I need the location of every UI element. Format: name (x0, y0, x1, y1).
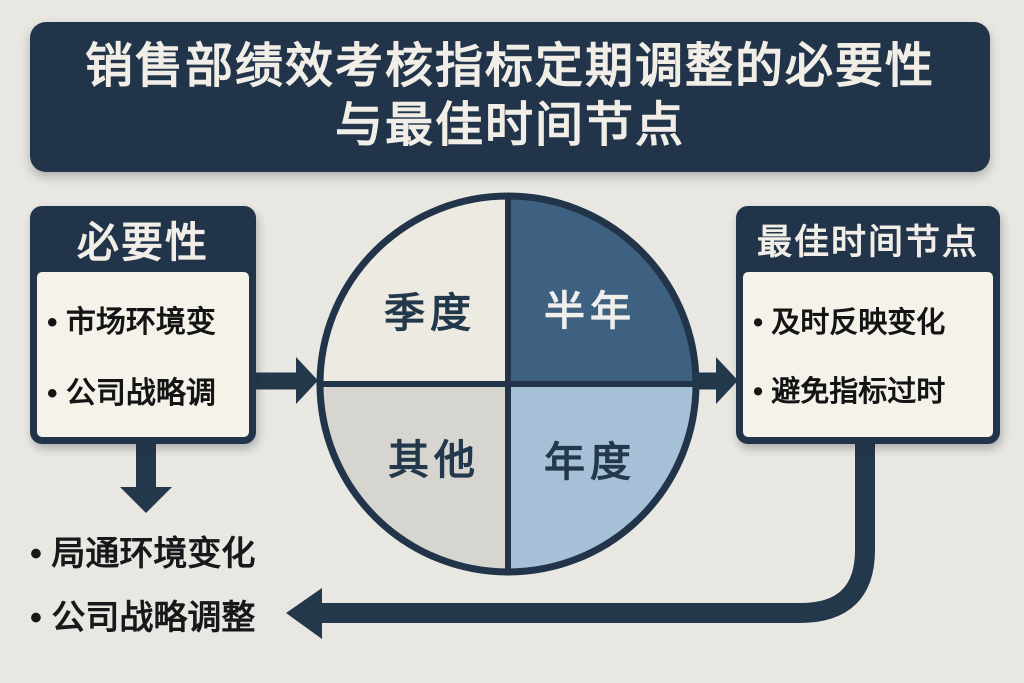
best-timing-box-body: • 及时反映变化 • 避免指标过时 (743, 272, 993, 437)
pie-label-annual: 年度 (544, 439, 636, 485)
pie-label-half-year: 半年 (544, 288, 636, 334)
best-timing-item: • 避免指标过时 (753, 376, 946, 408)
bottom-note: • 局通环境变化 (30, 535, 256, 573)
title-line-1: 销售部绩效考核指标定期调整的必要性 (84, 40, 935, 94)
arrow-left-box-down (120, 444, 172, 513)
title-banner: 销售部绩效考核指标定期调整的必要性 与最佳时间节点 (30, 22, 990, 172)
arrow-left-box-to-pie (256, 357, 318, 404)
pie-segment-annual (508, 384, 696, 572)
necessity-box-header: 必要性 (76, 218, 209, 266)
necessity-item: • 公司战略调 (47, 377, 216, 410)
necessity-box-body: • 市场环境变 • 公司战略调 (37, 272, 249, 437)
pie-label-quarterly: 季度 (384, 290, 476, 336)
bottom-note: • 公司战略调整 (30, 599, 256, 637)
necessity-item: • 市场环境变 (47, 306, 216, 339)
arrow-pie-to-right-box (695, 357, 738, 404)
pie-segment-half-year (508, 196, 696, 384)
pie-label-other: 其他 (388, 437, 480, 483)
arrow-right-box-return-line (320, 444, 875, 623)
best-timing-box-header: 最佳时间节点 (756, 222, 979, 262)
pie-segment-quarterly (320, 196, 508, 384)
title-line-2: 与最佳时间节点 (334, 99, 685, 152)
pie-segment-other (320, 384, 508, 572)
necessity-box: 必要性 • 市场环境变 • 公司战略调 (30, 206, 256, 444)
arrow-right-box-return-head (286, 588, 322, 639)
best-timing-box: 最佳时间节点 • 及时反映变化 • 避免指标过时 (736, 206, 1000, 444)
best-timing-item: • 及时反映变化 (753, 307, 946, 339)
